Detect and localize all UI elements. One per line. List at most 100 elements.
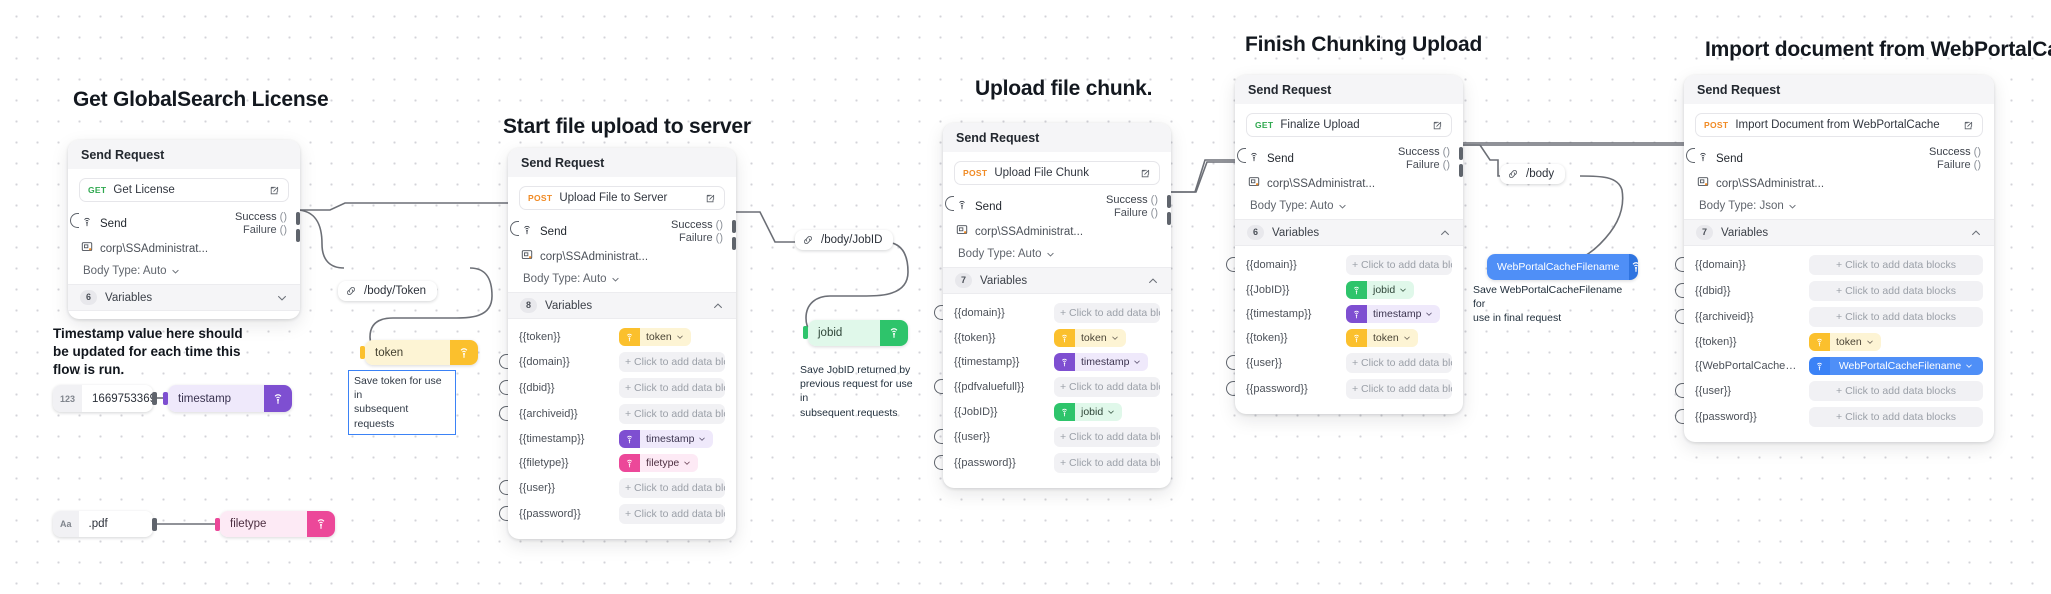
add-data-block-button[interactable]: + Click to add data blocks [1346, 353, 1452, 373]
open-external-icon[interactable] [1140, 168, 1151, 179]
variable-row[interactable]: {{password}} + Click to add data blocks [1675, 404, 1983, 430]
failure-output-nub[interactable] [732, 237, 736, 250]
path-node-body[interactable]: /body [1500, 164, 1566, 184]
endpoint-row[interactable]: GET Finalize Upload [1246, 113, 1452, 137]
variable-input-port[interactable] [934, 429, 943, 444]
success-port[interactable]: Success () [1106, 194, 1158, 206]
value-node-timestamp[interactable]: 123 1669753369 [53, 385, 153, 412]
failure-port[interactable]: Failure () [678, 232, 723, 244]
variable-row[interactable]: {{JobID}} jobid [954, 400, 1160, 424]
body-type-select[interactable]: Body Type: Auto [519, 269, 725, 292]
failure-port[interactable]: Failure () [1113, 207, 1158, 219]
variable-row[interactable]: {{dbid}} + Click to add data blocks [1675, 278, 1983, 304]
data-block-chip[interactable]: token [1054, 329, 1126, 347]
variable-row[interactable]: {{user}} + Click to add data blocks [1675, 378, 1983, 404]
success-output-nub[interactable] [732, 220, 736, 233]
value-node-filetype[interactable]: Aa .pdf [53, 511, 153, 537]
add-data-block-button[interactable]: + Click to add data blocks [619, 504, 725, 524]
variable-row[interactable]: {{archiveid}} + Click to add data blocks [1675, 304, 1983, 330]
auth-row[interactable]: corp\SSAdministrat... [1246, 172, 1452, 196]
send-row[interactable]: Send Success () Failure () [945, 192, 1171, 225]
add-data-block-button[interactable]: + Click to add data blocks [619, 478, 725, 498]
variable-row[interactable]: {{domain}} + Click to add data blocks [1226, 252, 1452, 278]
endpoint-row[interactable]: POST Upload File to Server [519, 186, 725, 210]
path-node-body-jobid[interactable]: /body/JobID [795, 230, 894, 250]
variable-input-port[interactable] [1675, 309, 1684, 324]
variables-header[interactable]: 8 Variables [508, 292, 736, 319]
failure-output-nub[interactable] [1167, 212, 1171, 225]
data-block-chip[interactable]: WebPortalCacheFilename [1809, 357, 1983, 375]
variable-input-port[interactable] [1675, 409, 1684, 424]
add-data-block-button[interactable]: + Click to add data blocks [1809, 307, 1983, 327]
open-external-icon[interactable] [269, 185, 280, 196]
send-row[interactable]: Send Success () Failure () [1686, 144, 1983, 172]
add-data-block-button[interactable]: + Click to add data blocks [1054, 303, 1160, 323]
failure-port[interactable]: Failure () [1936, 159, 1981, 171]
variable-input-port[interactable] [934, 305, 943, 320]
variables-header[interactable]: 6 Variables [1235, 219, 1463, 246]
open-external-icon[interactable] [1432, 120, 1443, 131]
body-type-select[interactable]: Body Type: Json [1695, 196, 1983, 219]
data-block-chip[interactable]: jobid [1054, 403, 1123, 421]
body-type-select[interactable]: Body Type: Auto [79, 261, 289, 284]
data-block-chip[interactable]: timestamp [1054, 353, 1149, 371]
variable-input-port[interactable] [1675, 283, 1684, 298]
open-external-icon[interactable] [705, 193, 716, 204]
chevron-up-icon[interactable] [1970, 227, 1982, 239]
variable-row[interactable]: {{token}} token [519, 325, 725, 349]
success-port[interactable]: Success () [1398, 146, 1450, 158]
success-port[interactable]: Success () [671, 219, 723, 231]
variable-row[interactable]: {{archiveid}} + Click to add data blocks [499, 401, 725, 427]
variable-row[interactable]: {{domain}} + Click to add data blocks [1675, 252, 1983, 278]
variable-input-port[interactable] [1675, 257, 1684, 272]
variable-row[interactable]: {{password}} + Click to add data blocks [499, 501, 725, 527]
success-port[interactable]: Success () [235, 211, 287, 223]
open-external-icon[interactable] [1963, 120, 1974, 131]
failure-port[interactable]: Failure () [242, 224, 287, 236]
variables-header[interactable]: 7 Variables [943, 267, 1171, 294]
add-data-block-button[interactable]: + Click to add data blocks [1809, 381, 1983, 401]
auth-row[interactable]: corp\SSAdministrat... [79, 237, 289, 261]
chevron-up-icon[interactable] [1147, 275, 1159, 287]
endpoint-row[interactable]: POST Import Document from WebPortalCache [1695, 113, 1983, 137]
add-data-block-button[interactable]: + Click to add data blocks [1054, 453, 1160, 473]
variable-row[interactable]: {{filetype}} filetype [519, 451, 725, 475]
variable-input-port[interactable] [1226, 381, 1235, 396]
variable-row[interactable]: {{password}} + Click to add data blocks [934, 450, 1160, 476]
variable-node-jobid[interactable]: jobid [808, 320, 908, 346]
variable-row[interactable]: {{password}} + Click to add data blocks [1226, 376, 1452, 402]
add-data-block-button[interactable]: + Click to add data blocks [1809, 407, 1983, 427]
auth-row[interactable]: corp\SSAdministrat... [519, 245, 725, 269]
add-data-block-button[interactable]: + Click to add data blocks [619, 404, 725, 424]
variable-node-wpcfilename[interactable]: WebPortalCacheFilename [1487, 254, 1638, 280]
failure-output-nub[interactable] [1459, 164, 1463, 177]
data-block-chip[interactable]: token [619, 328, 691, 346]
variable-node-token[interactable]: token [365, 340, 478, 365]
chevron-up-icon[interactable] [712, 300, 724, 312]
variable-row[interactable]: {{domain}} + Click to add data blocks [499, 349, 725, 375]
variable-input-port[interactable] [1675, 383, 1684, 398]
variables-header[interactable]: 6 Variables [68, 284, 300, 311]
variable-row[interactable]: {{timestamp}} timestamp [1246, 302, 1452, 326]
card-import-document[interactable]: Send Request POST Import Document from W… [1675, 75, 1994, 442]
body-type-select[interactable]: Body Type: Auto [954, 244, 1160, 267]
variable-row[interactable]: {{user}} + Click to add data blocks [1226, 350, 1452, 376]
variable-row[interactable]: {{WebPortalCacheFileName}} WebPortalCach… [1695, 354, 1983, 378]
variable-input-port[interactable] [499, 480, 508, 495]
data-block-chip[interactable]: token [1809, 333, 1881, 351]
variable-input-port[interactable] [1226, 257, 1235, 272]
variable-input-port[interactable] [499, 506, 508, 521]
variable-row[interactable]: {{user}} + Click to add data blocks [499, 475, 725, 501]
value-node-value[interactable]: 1669753369 [92, 392, 153, 405]
variable-row[interactable]: {{dbid}} + Click to add data blocks [499, 375, 725, 401]
input-port[interactable] [1237, 148, 1246, 163]
variable-row[interactable]: {{pdfvaluefull}} + Click to add data blo… [934, 374, 1160, 400]
add-data-block-button[interactable]: + Click to add data blocks [619, 352, 725, 372]
add-data-block-button[interactable]: + Click to add data blocks [1809, 255, 1983, 275]
card-get-license[interactable]: Send Request GET Get License Send [68, 140, 300, 319]
data-block-chip[interactable]: token [1346, 329, 1418, 347]
variable-row[interactable]: {{token}} token [1695, 330, 1983, 354]
variable-input-port[interactable] [499, 380, 508, 395]
add-data-block-button[interactable]: + Click to add data blocks [1809, 281, 1983, 301]
